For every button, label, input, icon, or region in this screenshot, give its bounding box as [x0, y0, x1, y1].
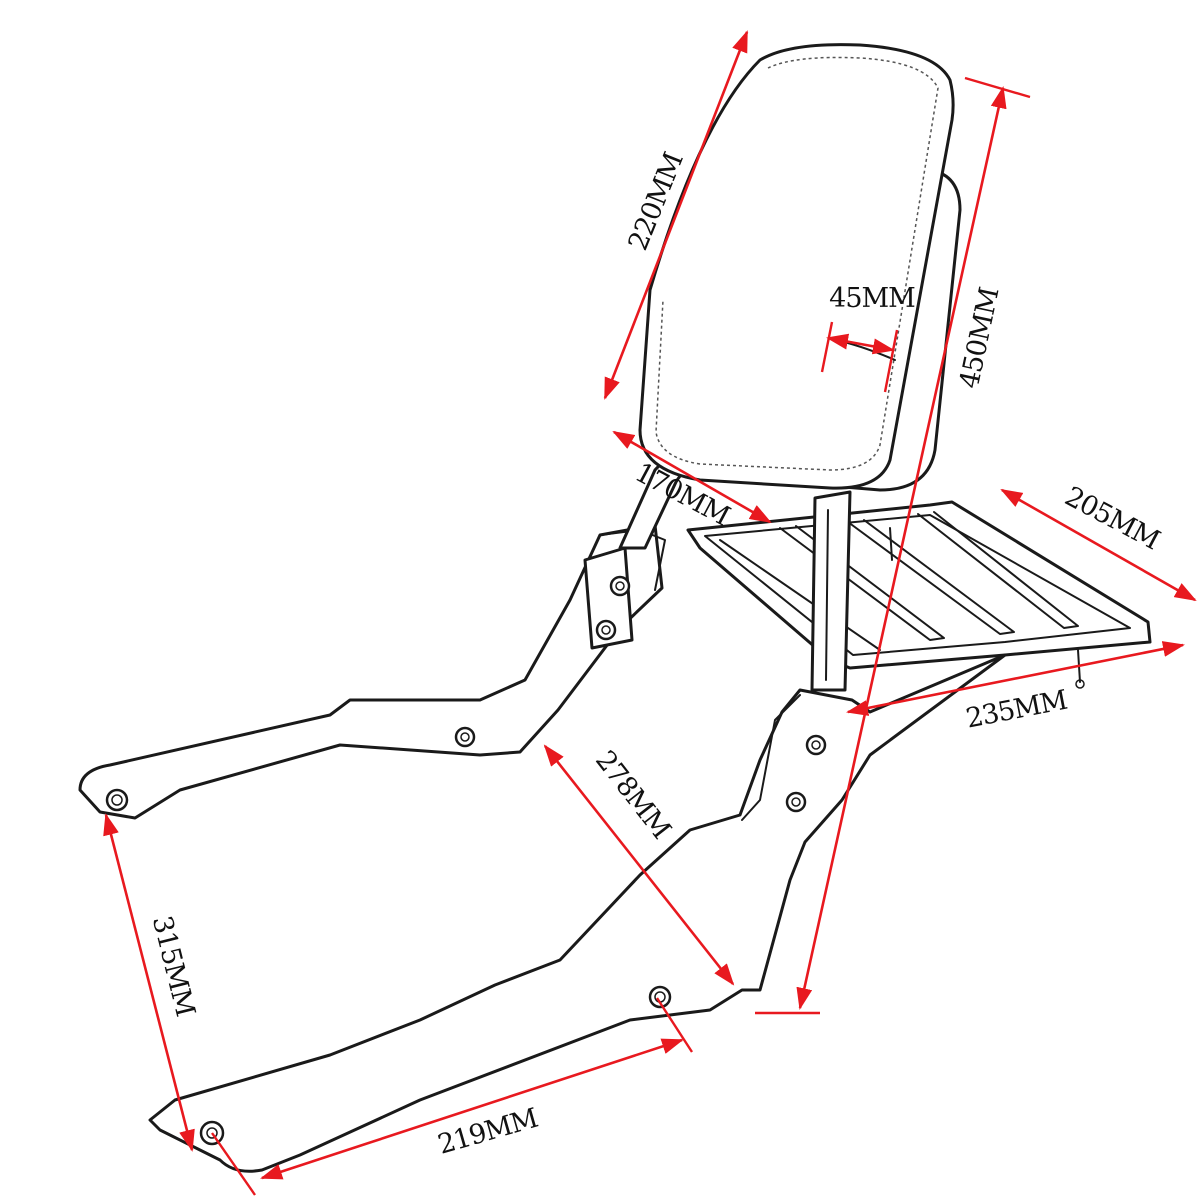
- left-upright-bracket: [583, 546, 634, 650]
- pad-thickness-tick-right: [883, 329, 899, 393]
- bolt-hole: [805, 734, 827, 756]
- pad-width-arrow: [612, 430, 772, 524]
- rack-length-label: 235MM: [963, 685, 1069, 735]
- bolt-hole: [105, 788, 129, 812]
- plate-span-arrow: [543, 744, 735, 986]
- rack-width-label: 205MM: [1060, 481, 1165, 556]
- pad-thickness-label: 45MM: [829, 283, 915, 314]
- pad-thickness-arrow: [826, 333, 895, 355]
- plate-span-label: 278MM: [589, 745, 676, 845]
- sissy-bar-drawing: [78, 43, 1152, 1173]
- right-plate-inner-edge: [741, 694, 801, 821]
- rack-outer-frame: [686, 500, 1152, 670]
- overall-height-label: 450MM: [954, 285, 1006, 391]
- pad-height-arrow: [603, 30, 749, 400]
- rack-width-arrow: [1000, 488, 1197, 602]
- rack-length-arrow: [846, 641, 1185, 716]
- plate-bottom-tick-right: [655, 997, 694, 1053]
- overall-height-tick-top: [964, 76, 1031, 99]
- right-support-tube: [810, 490, 852, 692]
- plate-bottom-label: 219MM: [434, 1103, 541, 1161]
- luggage-rack: [686, 500, 1152, 689]
- dimension-lines: [103, 30, 1197, 1196]
- backrest-pad: [638, 43, 962, 492]
- bolt-hole: [454, 726, 476, 748]
- left-side-plate: [78, 523, 664, 820]
- bolt-hole: [648, 985, 672, 1009]
- overall-height-arrow: [796, 86, 1007, 1010]
- plate-height-arrow: [103, 813, 195, 1152]
- bolt-hole: [785, 791, 807, 813]
- bolt-hole: [609, 575, 631, 597]
- bolt-hole: [595, 619, 617, 641]
- plate-bottom-tick-left: [211, 1132, 256, 1196]
- plate-bottom-arrow: [260, 1038, 684, 1180]
